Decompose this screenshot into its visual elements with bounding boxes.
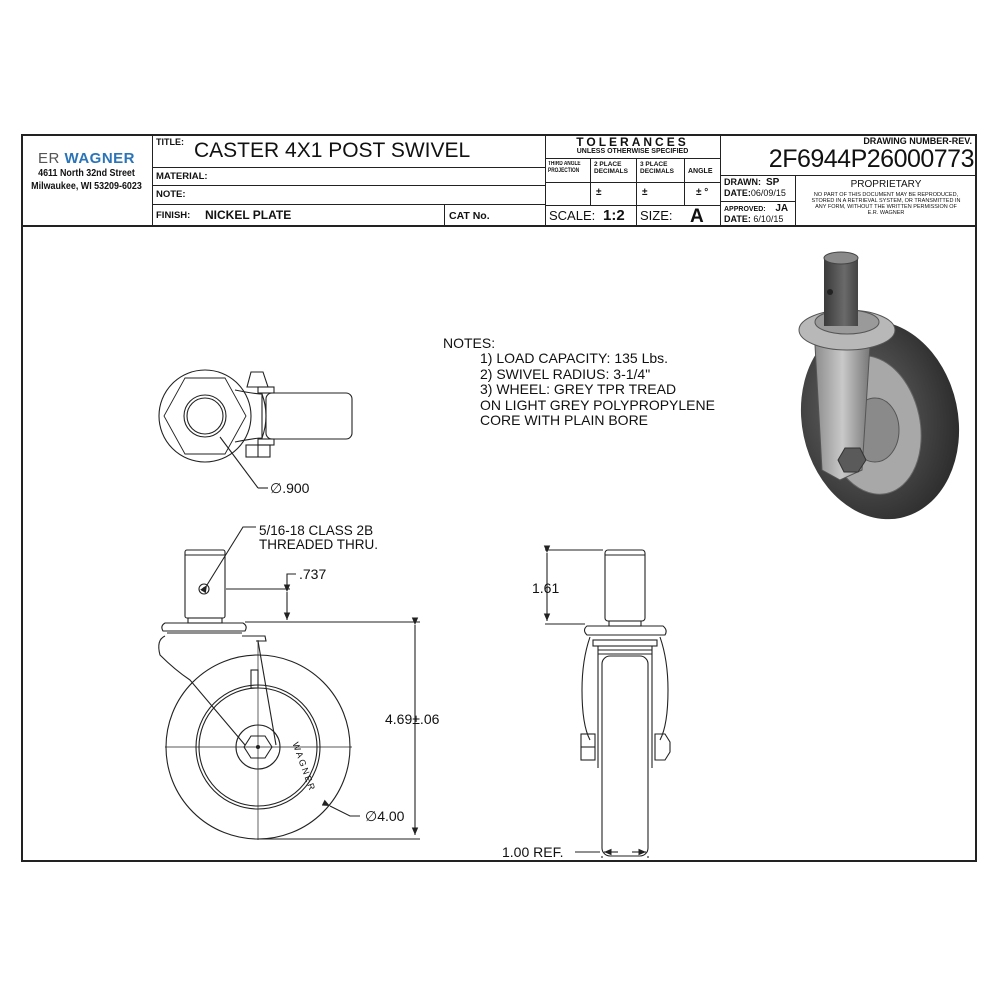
finish-label: FINISH: [156, 210, 191, 221]
note-label: NOTE: [156, 189, 186, 200]
thread-callout-line2: THREADED THRU. [259, 537, 379, 552]
two-place-line1: 2 PLACE [594, 161, 622, 168]
size-value: A [690, 206, 704, 227]
proprietary-line1: NO PART OF THIS DOCUMENT MAY BE REPRODUC… [813, 192, 959, 198]
note-item: 2) SWIVEL RADIUS: 3-1/4" [480, 365, 651, 382]
divider [636, 158, 637, 227]
notes-heading: NOTES: [443, 335, 496, 351]
wheel-width-dimension: 1.00 REF. [502, 844, 564, 860]
drawn-label: DRAWN: [724, 177, 761, 187]
approved-date: DATE: 6/10/15 [724, 214, 783, 224]
finish-value: NICKEL PLATE [205, 208, 292, 222]
note-item: 3) WHEEL: GREY TPR TREAD [480, 381, 677, 397]
proprietary-line3: ANY FORM, WITHOUT THE WRITTEN PERMISSION… [815, 204, 957, 210]
approved-date-label: DATE: [724, 214, 751, 224]
approved-label: APPROVED: [724, 206, 766, 213]
note-item: ON LIGHT GREY POLYPROPYLENE [480, 396, 715, 413]
third-angle-line2: PROJECTION [548, 168, 580, 174]
notes-list: 1) LOAD CAPACITY: 135 Lbs. 2) SWIVEL RAD… [480, 350, 715, 429]
angle-tolerance: ± ° [696, 187, 709, 198]
divider [545, 134, 546, 227]
logo-wagner: WAGNER [64, 150, 135, 167]
divider [795, 175, 796, 227]
scale-value: 1:2 [603, 207, 625, 224]
three-place-line2: DECIMALS [640, 168, 674, 175]
proprietary-notice: NO PART OF THIS DOCUMENT MAY BE REPRODUC… [795, 192, 977, 216]
divider [545, 182, 720, 183]
logo-er: ER [37, 150, 60, 167]
divider [152, 134, 153, 227]
tolerances-subheading: UNLESS OTHERWISE SPECIFIED [576, 148, 689, 155]
title-block [21, 134, 977, 227]
front-view [158, 526, 420, 840]
drawing-number: 2F6944P26000773 [768, 145, 975, 173]
divider [684, 158, 685, 205]
divider [152, 204, 545, 205]
approved-by: APPROVED: JA [724, 203, 788, 214]
drawn-by: DRAWN: SP [724, 177, 779, 188]
proprietary-heading: PROPRIETARY [850, 179, 922, 190]
approved-value: JA [775, 203, 789, 214]
three-place-label: 3 PLACE DECIMALS [640, 161, 674, 175]
three-place-tolerance: ± [642, 187, 648, 198]
overall-height-dimension: 4.69±.06 [385, 711, 440, 727]
divider [152, 185, 545, 186]
top-view [158, 369, 353, 489]
company-address-line2: Milwaukee, WI 53209-6023 [31, 180, 142, 192]
thread-callout: 5/16-18 CLASS 2B THREADED THRU. [259, 524, 378, 552]
two-place-label: 2 PLACE DECIMALS [594, 161, 628, 175]
divider [720, 134, 721, 227]
post-diameter-dimension: ∅.900 [270, 480, 310, 496]
thread-callout-line1: 5/16-18 CLASS 2B [259, 523, 374, 538]
angle-label: ANGLE [688, 168, 713, 175]
note-item: CORE WITH PLAIN BORE [480, 412, 649, 428]
divider [152, 167, 545, 168]
note-item: 1) LOAD CAPACITY: 135 Lbs. [480, 350, 669, 366]
company-address-line1: 4611 North 32nd Street [38, 167, 135, 179]
size-label: SIZE: [640, 208, 673, 223]
two-place-line2: DECIMALS [594, 168, 628, 175]
proprietary-line4: E.R. WAGNER [867, 210, 905, 216]
divider [720, 175, 977, 176]
proprietary-line2: STORED IN A RETRIEVAL SYSTEM, OR TRANSMI… [811, 198, 961, 204]
drawn-date-value: 06/09/15 [750, 188, 786, 198]
approved-date-value: 6/10/15 [753, 214, 784, 224]
cat-label: CAT No. [449, 210, 490, 222]
side-view [543, 545, 671, 858]
divider [545, 158, 720, 159]
drawn-date: DATE:06/09/15 [724, 188, 786, 198]
wheel-diameter-dimension: ∅4.00 [365, 808, 405, 824]
divider [720, 201, 795, 202]
drawing-frame [21, 134, 977, 862]
third-angle-label: THIRD ANGLE PROJECTION [548, 161, 581, 175]
post-length-dimension: 1.61 [532, 580, 560, 596]
drawing-number-label: DRAWING NUMBER-REV. [863, 136, 972, 146]
scale-label: SCALE: [549, 208, 596, 223]
company-logo: ER WAGNER 4611 North 32nd Street Milwauk… [21, 150, 152, 193]
material-label: MATERIAL: [156, 171, 208, 182]
title-label: TITLE: [156, 137, 184, 147]
third-angle-line1: THIRD ANGLE [548, 161, 581, 167]
tolerances-heading: TOLERANCES [576, 135, 689, 149]
drawn-date-label: DATE: [724, 188, 751, 198]
divider [444, 204, 445, 227]
drawn-value: SP [766, 177, 780, 188]
title-value: CASTER 4X1 POST SWIVEL [194, 139, 471, 162]
hole-height-dimension: .737 [299, 566, 327, 582]
divider [545, 205, 720, 206]
three-place-line1: 3 PLACE [640, 161, 668, 168]
divider [590, 158, 591, 205]
isometric-view [798, 251, 960, 520]
two-place-tolerance: ± [596, 187, 602, 198]
